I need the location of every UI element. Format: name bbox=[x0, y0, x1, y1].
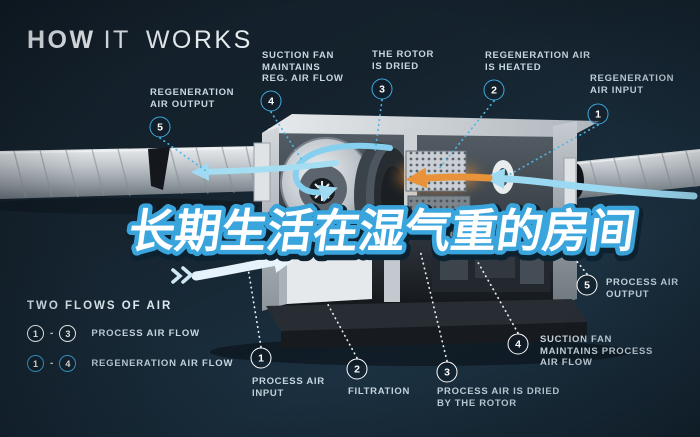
callout-filtration-badge: 2 bbox=[346, 358, 368, 380]
title-bold: HOW bbox=[27, 26, 96, 54]
legend-circle-to: 3 bbox=[59, 325, 77, 342]
callout-reg-output-label: REGENERATION AIR OUTPUT bbox=[150, 87, 235, 110]
callout-filtration-label: FILTRATION bbox=[348, 386, 411, 397]
callout-process-suction-fan-label: SUCTION FAN MAINTAINS PROCESS AIR FLOW bbox=[540, 334, 654, 368]
process-input-arrow bbox=[191, 249, 298, 281]
leader-lines bbox=[159, 99, 599, 362]
callout-process-dried-badge: 3 bbox=[436, 361, 458, 383]
callout-process-output-label: PROCESS AIR OUTPUT bbox=[606, 277, 679, 300]
regeneration-input-arrow bbox=[483, 168, 698, 200]
legend-row-process: 1 - 3 PROCESS AIR FLOW bbox=[27, 325, 233, 342]
legend-title: TWO FLOWS OF AIR bbox=[27, 300, 173, 312]
callout-process-suction-fan-badge: 4 bbox=[507, 333, 529, 355]
callout-process-input-badge: 1 bbox=[250, 347, 272, 369]
callout-reg-heated-badge: 2 bbox=[483, 79, 505, 101]
callout-reg-input-badge: 1 bbox=[587, 103, 609, 125]
callout-reg-output-badge: 5 bbox=[149, 116, 171, 138]
callout-reg-heated-label: REGENERATION AIR IS HEATED bbox=[485, 50, 591, 73]
callout-process-input-label: PROCESS AIR INPUT bbox=[252, 376, 325, 399]
chinese-headline: 长期生活在湿气重的房间 长期生活在湿气重的房间 长期生活在湿气重的房间 bbox=[120, 200, 647, 268]
callout-process-output-badge: 5 bbox=[576, 274, 598, 296]
callout-reg-suction-fan-badge: 4 bbox=[260, 90, 282, 112]
machine-top-panel bbox=[262, 114, 600, 137]
duct-output-opening bbox=[148, 147, 170, 190]
regeneration-output-arrow bbox=[190, 160, 339, 181]
filter-box bbox=[287, 239, 372, 304]
legend-dash: - bbox=[50, 328, 54, 339]
headline-text: 长期生活在湿气重的房间 bbox=[126, 204, 639, 258]
callout-rotor-dried-label: THE ROTOR IS DRIED bbox=[372, 49, 435, 72]
legend: TWO FLOWS OF AIR 1 - 3 PROCESS AIR FLOW … bbox=[27, 300, 233, 372]
legend-dash: - bbox=[50, 358, 54, 369]
legend-circle-to: 4 bbox=[59, 355, 77, 372]
callout-reg-input-label: REGENERATION AIR INPUT bbox=[590, 73, 675, 96]
airflow-arrows bbox=[171, 142, 698, 284]
legend-label: REGENERATION AIR FLOW bbox=[91, 358, 234, 369]
legend-row-regeneration: 1 - 4 REGENERATION AIR FLOW bbox=[27, 355, 233, 372]
arrow-tail-chevrons bbox=[171, 266, 194, 284]
callout-rotor-dried-badge: 3 bbox=[371, 78, 393, 100]
headline-shadow-layer: 长期生活在湿气重的房间 bbox=[127, 207, 640, 261]
legend-label: PROCESS AIR FLOW bbox=[91, 328, 200, 339]
legend-circle-from: 1 bbox=[27, 355, 44, 372]
callout-process-dried-label: PROCESS AIR IS DRIED BY THE ROTOR bbox=[437, 386, 560, 409]
legend-circle-from: 1 bbox=[27, 325, 44, 342]
headline-outline-layer: 长期生活在湿气重的房间 bbox=[126, 204, 639, 258]
machine-body bbox=[253, 114, 600, 349]
lower-compartment bbox=[279, 232, 553, 306]
process-output-arrow bbox=[530, 220, 608, 245]
title-light: IT WORKS bbox=[103, 26, 253, 54]
callout-reg-suction-fan-label: SUCTION FAN MAINTAINS REG. AIR FLOW bbox=[262, 50, 344, 84]
heated-air-arrow bbox=[405, 167, 493, 189]
